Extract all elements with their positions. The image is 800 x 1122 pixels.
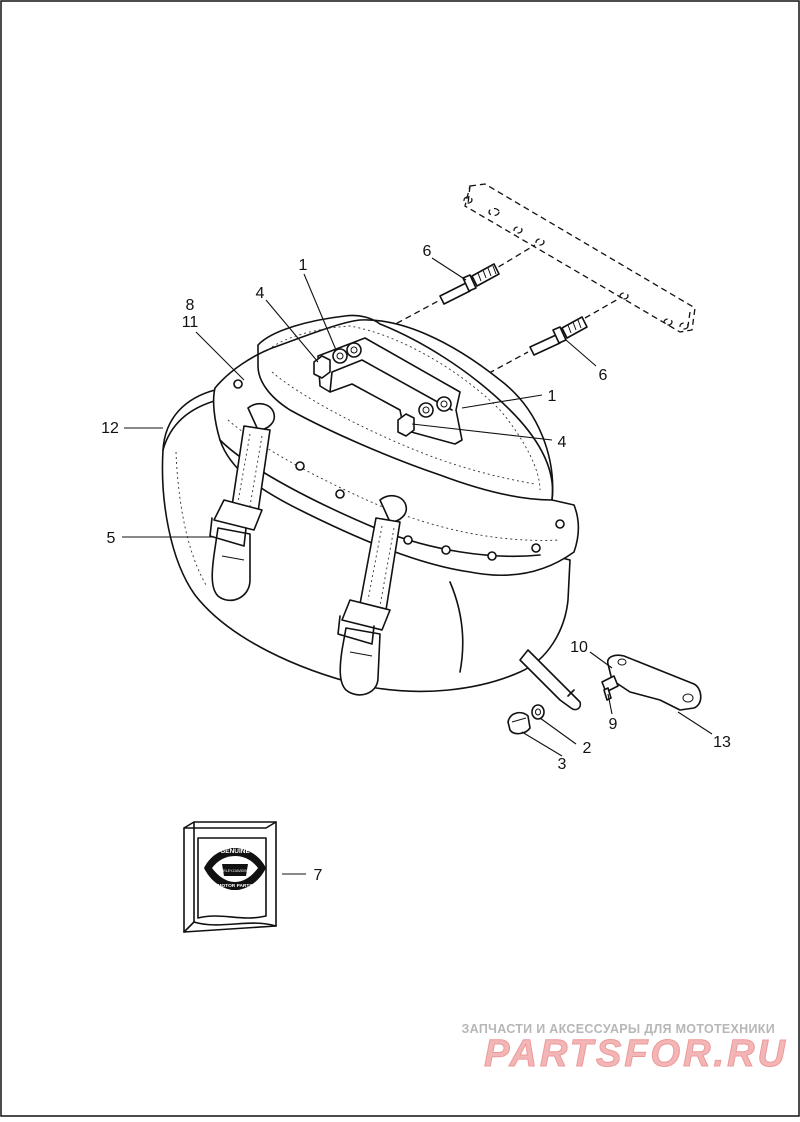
callout-1-lower: 1 — [548, 388, 557, 405]
callout-7: 7 — [314, 867, 323, 884]
stud-upper-axis — [489, 244, 536, 273]
stud-lower-axis — [584, 297, 621, 319]
callout-12: 12 — [101, 420, 119, 437]
callout-6-upper: 6 — [423, 243, 432, 260]
phantom-mounting-rail — [463, 183, 696, 333]
callout-10: 10 — [570, 639, 588, 656]
strap-left — [209, 402, 276, 602]
callout-4-lower: 4 — [558, 434, 567, 451]
genuine-harley-logo: GENUINE HARLEY-DAVIDSON MOTOR PARTS — [204, 848, 266, 890]
callout-8: 8 — [186, 297, 195, 314]
callout-5: 5 — [107, 530, 116, 547]
washer-and-nut — [507, 704, 545, 735]
support-plate — [601, 654, 702, 711]
leader-lines — [122, 257, 713, 875]
callout-4-upper: 4 — [256, 285, 265, 302]
callout-11: 11 — [182, 314, 199, 331]
stud-upper — [439, 263, 500, 305]
callout-13: 13 — [713, 734, 731, 751]
logo-line-1: GENUINE — [220, 848, 250, 855]
strap-right — [337, 494, 408, 696]
logo-line-2: HARLEY-DAVIDSON — [218, 869, 252, 873]
callout-3: 3 — [558, 756, 567, 773]
callout-9: 9 — [609, 716, 618, 733]
watermark-tagline: ЗАПЧАСТИ И АКСЕССУАРЫ ДЛЯ МОТОТЕХНИКИ — [462, 1022, 775, 1036]
stud-lower — [529, 316, 588, 356]
callout-1-upper: 1 — [299, 257, 308, 274]
callout-6-lower: 6 — [599, 367, 608, 384]
stud-lower-to-bag-axis — [479, 351, 529, 379]
mounting-bracket — [313, 337, 463, 445]
logo-line-3: MOTOR PARTS — [218, 883, 254, 889]
watermark-brand: PARTSFOR.RU — [484, 1033, 788, 1075]
callout-2: 2 — [583, 740, 592, 757]
callout-labels: 1 1 2 3 4 4 5 6 6 7 8 9 10 11 12 13 — [101, 243, 731, 884]
watermark: ЗАПЧАСТИ И АКСЕССУАРЫ ДЛЯ МОТОТЕХНИКИ PA… — [462, 1022, 788, 1076]
